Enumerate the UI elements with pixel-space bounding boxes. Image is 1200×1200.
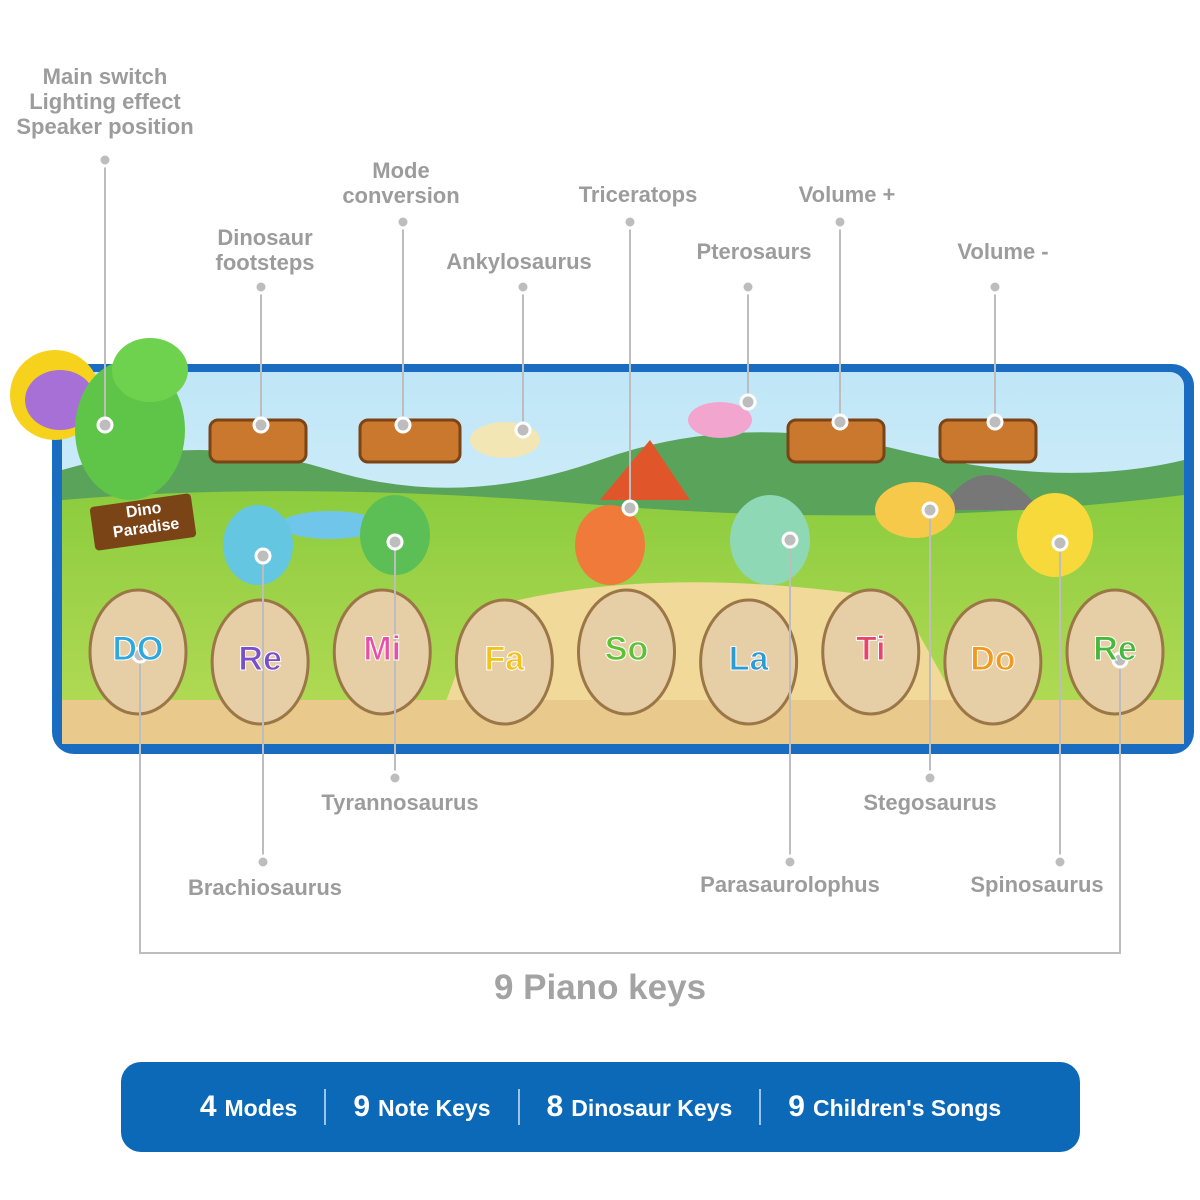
leader-lines bbox=[104, 160, 1121, 954]
piano-keys-label: 9 Piano keys bbox=[493, 968, 707, 1007]
note-label: Re bbox=[1093, 630, 1137, 669]
brachiosaurus-icon bbox=[223, 505, 293, 585]
note-label: Do bbox=[970, 640, 1016, 679]
callout-pterosaurs: Pterosaurs bbox=[696, 239, 812, 264]
spinosaurus-icon bbox=[1017, 493, 1093, 577]
piano-key-egg[interactable] bbox=[454, 598, 554, 726]
feature-modes: 4 Modes bbox=[173, 1090, 325, 1124]
divider bbox=[759, 1089, 762, 1125]
piano-key-egg[interactable] bbox=[821, 588, 921, 716]
note-label: Re bbox=[238, 640, 282, 679]
feature-dinosaur-keys: 8 Dinosaur Keys bbox=[520, 1090, 760, 1124]
callout-mode-conversion: Mode conversion bbox=[342, 158, 459, 208]
wooden-signs bbox=[208, 418, 1038, 464]
feature-text: Dinosaur Keys bbox=[571, 1095, 733, 1121]
callout-tyrannosaurus: Tyrannosaurus bbox=[321, 790, 479, 815]
volcano-icon bbox=[600, 440, 690, 500]
mode-button[interactable] bbox=[358, 418, 462, 464]
main-switch-dino[interactable] bbox=[10, 338, 188, 500]
callout-line: conversion bbox=[342, 183, 460, 208]
piano-key-egg[interactable] bbox=[210, 598, 310, 726]
callout-line: footsteps bbox=[215, 250, 315, 275]
cave-icon bbox=[940, 475, 1040, 510]
callout-triceratops: Triceratops bbox=[578, 182, 698, 207]
piano-key-egg[interactable] bbox=[332, 588, 432, 716]
callout-line: Dinosaur bbox=[217, 225, 313, 250]
feature-number: 9 bbox=[788, 1090, 805, 1123]
feature-number: 4 bbox=[199, 1090, 217, 1123]
callout-line: Lighting effect bbox=[29, 89, 181, 114]
feature-text: Note Keys bbox=[378, 1095, 491, 1121]
callout-brachiosaurus: Brachiosaurus bbox=[187, 875, 343, 900]
piano-keys-bracket bbox=[139, 655, 1121, 954]
note-label: DO bbox=[112, 630, 164, 669]
dino-paradise-sign bbox=[89, 493, 197, 551]
callout-main-switch: Main switch Lighting effect Speaker posi… bbox=[16, 64, 193, 139]
note-label: So bbox=[604, 630, 649, 669]
callout-volume-down: Volume - bbox=[957, 239, 1049, 264]
callout-line: Speaker position bbox=[16, 114, 194, 139]
stegosaurus-icon bbox=[875, 482, 955, 538]
callout-line: Main switch bbox=[42, 64, 168, 89]
callout-spinosaurus: Spinosaurus bbox=[970, 872, 1104, 897]
note-label: Ti bbox=[855, 630, 886, 669]
piano-key-egg[interactable] bbox=[1065, 588, 1165, 716]
divider bbox=[517, 1089, 520, 1125]
triceratops-icon bbox=[575, 505, 645, 585]
feature-bar: 4 Modes 9 Note Keys 8 Dinosaur Keys 9 Childr… bbox=[121, 1062, 1080, 1152]
callout-parasaurolophus: Parasaurolophus bbox=[700, 872, 880, 897]
dinosaurs bbox=[223, 402, 1093, 585]
feature-note-keys: 9 Note Keys bbox=[326, 1090, 517, 1124]
callout-stegosaurus: Stegosaurus bbox=[863, 790, 997, 815]
piano-key-egg[interactable] bbox=[577, 588, 676, 716]
piano-key-egg[interactable] bbox=[943, 598, 1043, 726]
callout-ankylosaurus: Ankylosaurus bbox=[446, 249, 592, 274]
feature-number: 9 bbox=[353, 1090, 371, 1123]
callout-line: Mode bbox=[372, 158, 430, 183]
callout-volume-up: Volume + bbox=[798, 182, 896, 207]
pterosaur-icon bbox=[688, 402, 752, 438]
piano-key-egg[interactable] bbox=[699, 598, 799, 726]
piano-keys bbox=[88, 588, 1165, 726]
note-label: Mi bbox=[363, 630, 402, 669]
feature-number: 8 bbox=[546, 1090, 564, 1123]
feature-text: Modes bbox=[224, 1095, 298, 1121]
feature-text: Children's Songs bbox=[812, 1095, 1002, 1121]
leader-dots bbox=[96, 152, 1129, 870]
callout-dinosaur-footsteps: Dinosaur footsteps bbox=[216, 225, 315, 275]
feature-songs: 9 Children's Songs bbox=[761, 1090, 1028, 1124]
note-label: Fa bbox=[484, 640, 525, 679]
note-label: La bbox=[728, 640, 769, 679]
divider bbox=[324, 1089, 327, 1125]
